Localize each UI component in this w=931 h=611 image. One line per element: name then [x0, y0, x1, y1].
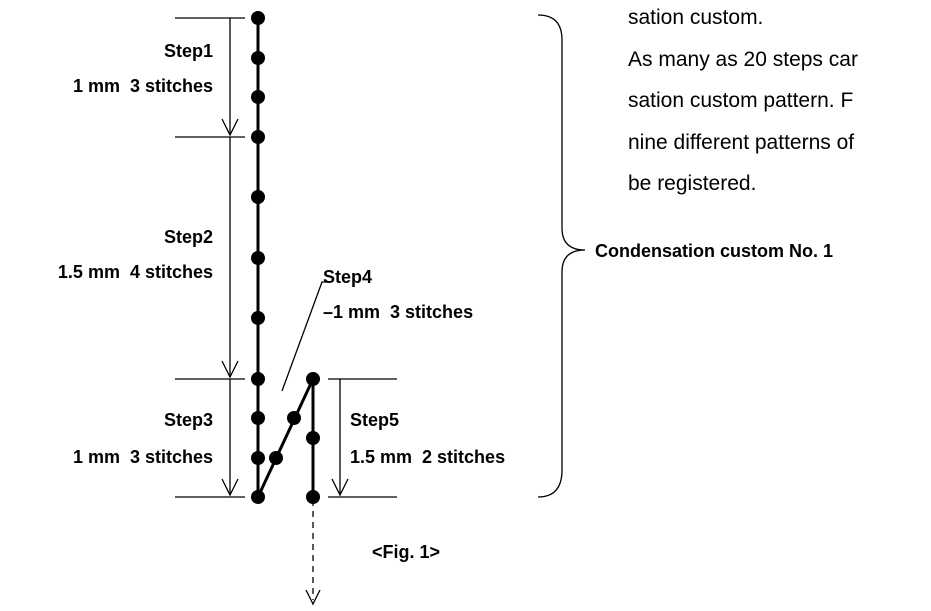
figure-caption: <Fig. 1> [372, 542, 440, 562]
stitch-point [251, 130, 265, 144]
step5-title: Step5 [350, 410, 399, 430]
step5-detail: 1.5 mm 2 stitches [350, 447, 505, 467]
stitch-point [306, 490, 320, 504]
step2-dimension-arrow [221, 137, 239, 379]
step1-title: Step1 [164, 41, 213, 61]
paragraph-line: sation custom. [628, 6, 763, 29]
paragraph-line: nine different patterns of [628, 131, 854, 154]
stitch-point [251, 411, 265, 425]
stitch-point [287, 411, 301, 425]
paragraph-line: be registered. [628, 172, 756, 195]
stitch-point [306, 372, 320, 386]
step4-detail: –1 mm 3 stitches [323, 302, 473, 322]
step2-title: Step2 [164, 227, 213, 247]
step4-leader-line [281, 281, 330, 392]
stitch-point [251, 311, 265, 325]
stitch-point [251, 451, 265, 465]
stitch-point [251, 490, 265, 504]
condensation-custom-label: Condensation custom No. 1 [595, 241, 833, 261]
step1-dimension-arrow [221, 18, 239, 137]
condensation-brace [537, 14, 586, 498]
step3-detail: 1 mm 3 stitches [73, 447, 213, 467]
continuation-arrowhead [305, 589, 321, 606]
step4-title: Step4 [323, 267, 372, 287]
step3-dimension-arrow [221, 379, 239, 497]
stitch-point [251, 51, 265, 65]
step2-detail: 1.5 mm 4 stitches [58, 262, 213, 282]
stitch-point [251, 190, 265, 204]
stitch-point [306, 431, 320, 445]
stitch-point [251, 251, 265, 265]
paragraph-line: As many as 20 steps car [628, 48, 858, 71]
stitch-line-reverse [256, 378, 315, 498]
paragraph-line: sation custom pattern. F [628, 89, 853, 112]
stitch-point [251, 90, 265, 104]
step5-dimension-arrow [331, 379, 349, 497]
stitch-point [251, 11, 265, 25]
stitch-point [269, 451, 283, 465]
stitch-point [251, 372, 265, 386]
step1-detail: 1 mm 3 stitches [73, 76, 213, 96]
step3-title: Step3 [164, 410, 213, 430]
